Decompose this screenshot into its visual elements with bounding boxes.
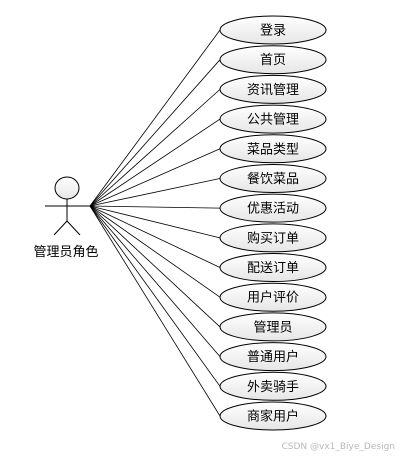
association-line	[89, 205, 221, 298]
use-case-ellipse	[219, 401, 327, 431]
association-line	[89, 205, 221, 328]
use-case-label: 优惠活动	[247, 202, 299, 217]
association-line	[89, 59, 221, 207]
use-case: 购买订单	[219, 223, 327, 253]
association-line	[89, 89, 221, 207]
use-case-label: 公共管理	[247, 113, 299, 128]
association-line	[89, 205, 221, 239]
use-case: 外卖骑手	[219, 371, 327, 401]
use-case-ellipse	[219, 312, 327, 342]
use-case-ellipse	[219, 74, 327, 104]
actor-label: 管理员角色	[33, 244, 98, 260]
actor-right-leg	[66, 220, 81, 236]
use-case-ellipse	[219, 15, 327, 45]
use-case: 菜品类型	[219, 134, 327, 164]
use-case: 资讯管理	[219, 74, 327, 104]
association-line	[89, 118, 221, 207]
use-case: 首页	[219, 45, 327, 75]
use-case-label: 登录	[260, 24, 286, 39]
actor: 管理员角色	[33, 176, 99, 260]
association-line	[89, 205, 221, 357]
use-case-label: 普通用户	[247, 349, 299, 365]
association-line	[89, 205, 221, 268]
association-line	[89, 205, 221, 209]
use-case: 商家用户	[219, 401, 327, 431]
association-line	[89, 205, 221, 417]
association-line	[89, 178, 221, 207]
use-case-ellipse	[219, 45, 327, 75]
use-case-label: 首页	[260, 53, 286, 68]
use-case-label: 管理员	[253, 320, 292, 335]
use-case-label: 商家用户	[247, 409, 299, 425]
actor-head	[54, 176, 80, 200]
use-case-label: 餐饮菜品	[247, 171, 299, 187]
use-case-ellipse	[219, 253, 327, 283]
actor-left-leg	[53, 220, 68, 236]
use-case-ellipse	[219, 282, 327, 312]
use-case-ellipse	[219, 163, 327, 193]
use-case: 管理员	[219, 312, 327, 342]
use-case-label: 用户评价	[247, 290, 299, 306]
use-case-ellipse	[219, 223, 327, 253]
use-case: 餐饮菜品	[219, 163, 327, 193]
association-line	[89, 205, 221, 387]
use-case: 用户评价	[219, 282, 327, 312]
use-case: 优惠活动	[219, 193, 327, 223]
use-case-label: 菜品类型	[247, 142, 299, 157]
watermark: CSDN @vx1_Biye_Design	[281, 442, 395, 452]
use-case: 公共管理	[219, 104, 327, 134]
association-lines	[89, 29, 221, 417]
association-line	[89, 148, 221, 207]
use-case: 登录	[219, 15, 327, 45]
use-case-label: 购买订单	[247, 230, 299, 246]
use-cases: 登录首页资讯管理公共管理菜品类型餐饮菜品优惠活动购买订单配送订单用户评价管理员普…	[219, 15, 327, 431]
use-case-label: 配送订单	[247, 261, 299, 276]
use-case-label: 外卖骑手	[247, 380, 299, 395]
use-case: 配送订单	[219, 253, 327, 283]
association-line	[89, 29, 221, 207]
use-case-ellipse	[219, 342, 327, 372]
use-case-ellipse	[219, 134, 327, 164]
use-case-label: 资讯管理	[247, 83, 299, 98]
use-case-ellipse	[219, 104, 327, 134]
use-case-ellipse	[219, 371, 327, 401]
use-case-ellipse	[219, 193, 327, 223]
use-case: 普通用户	[219, 342, 327, 372]
